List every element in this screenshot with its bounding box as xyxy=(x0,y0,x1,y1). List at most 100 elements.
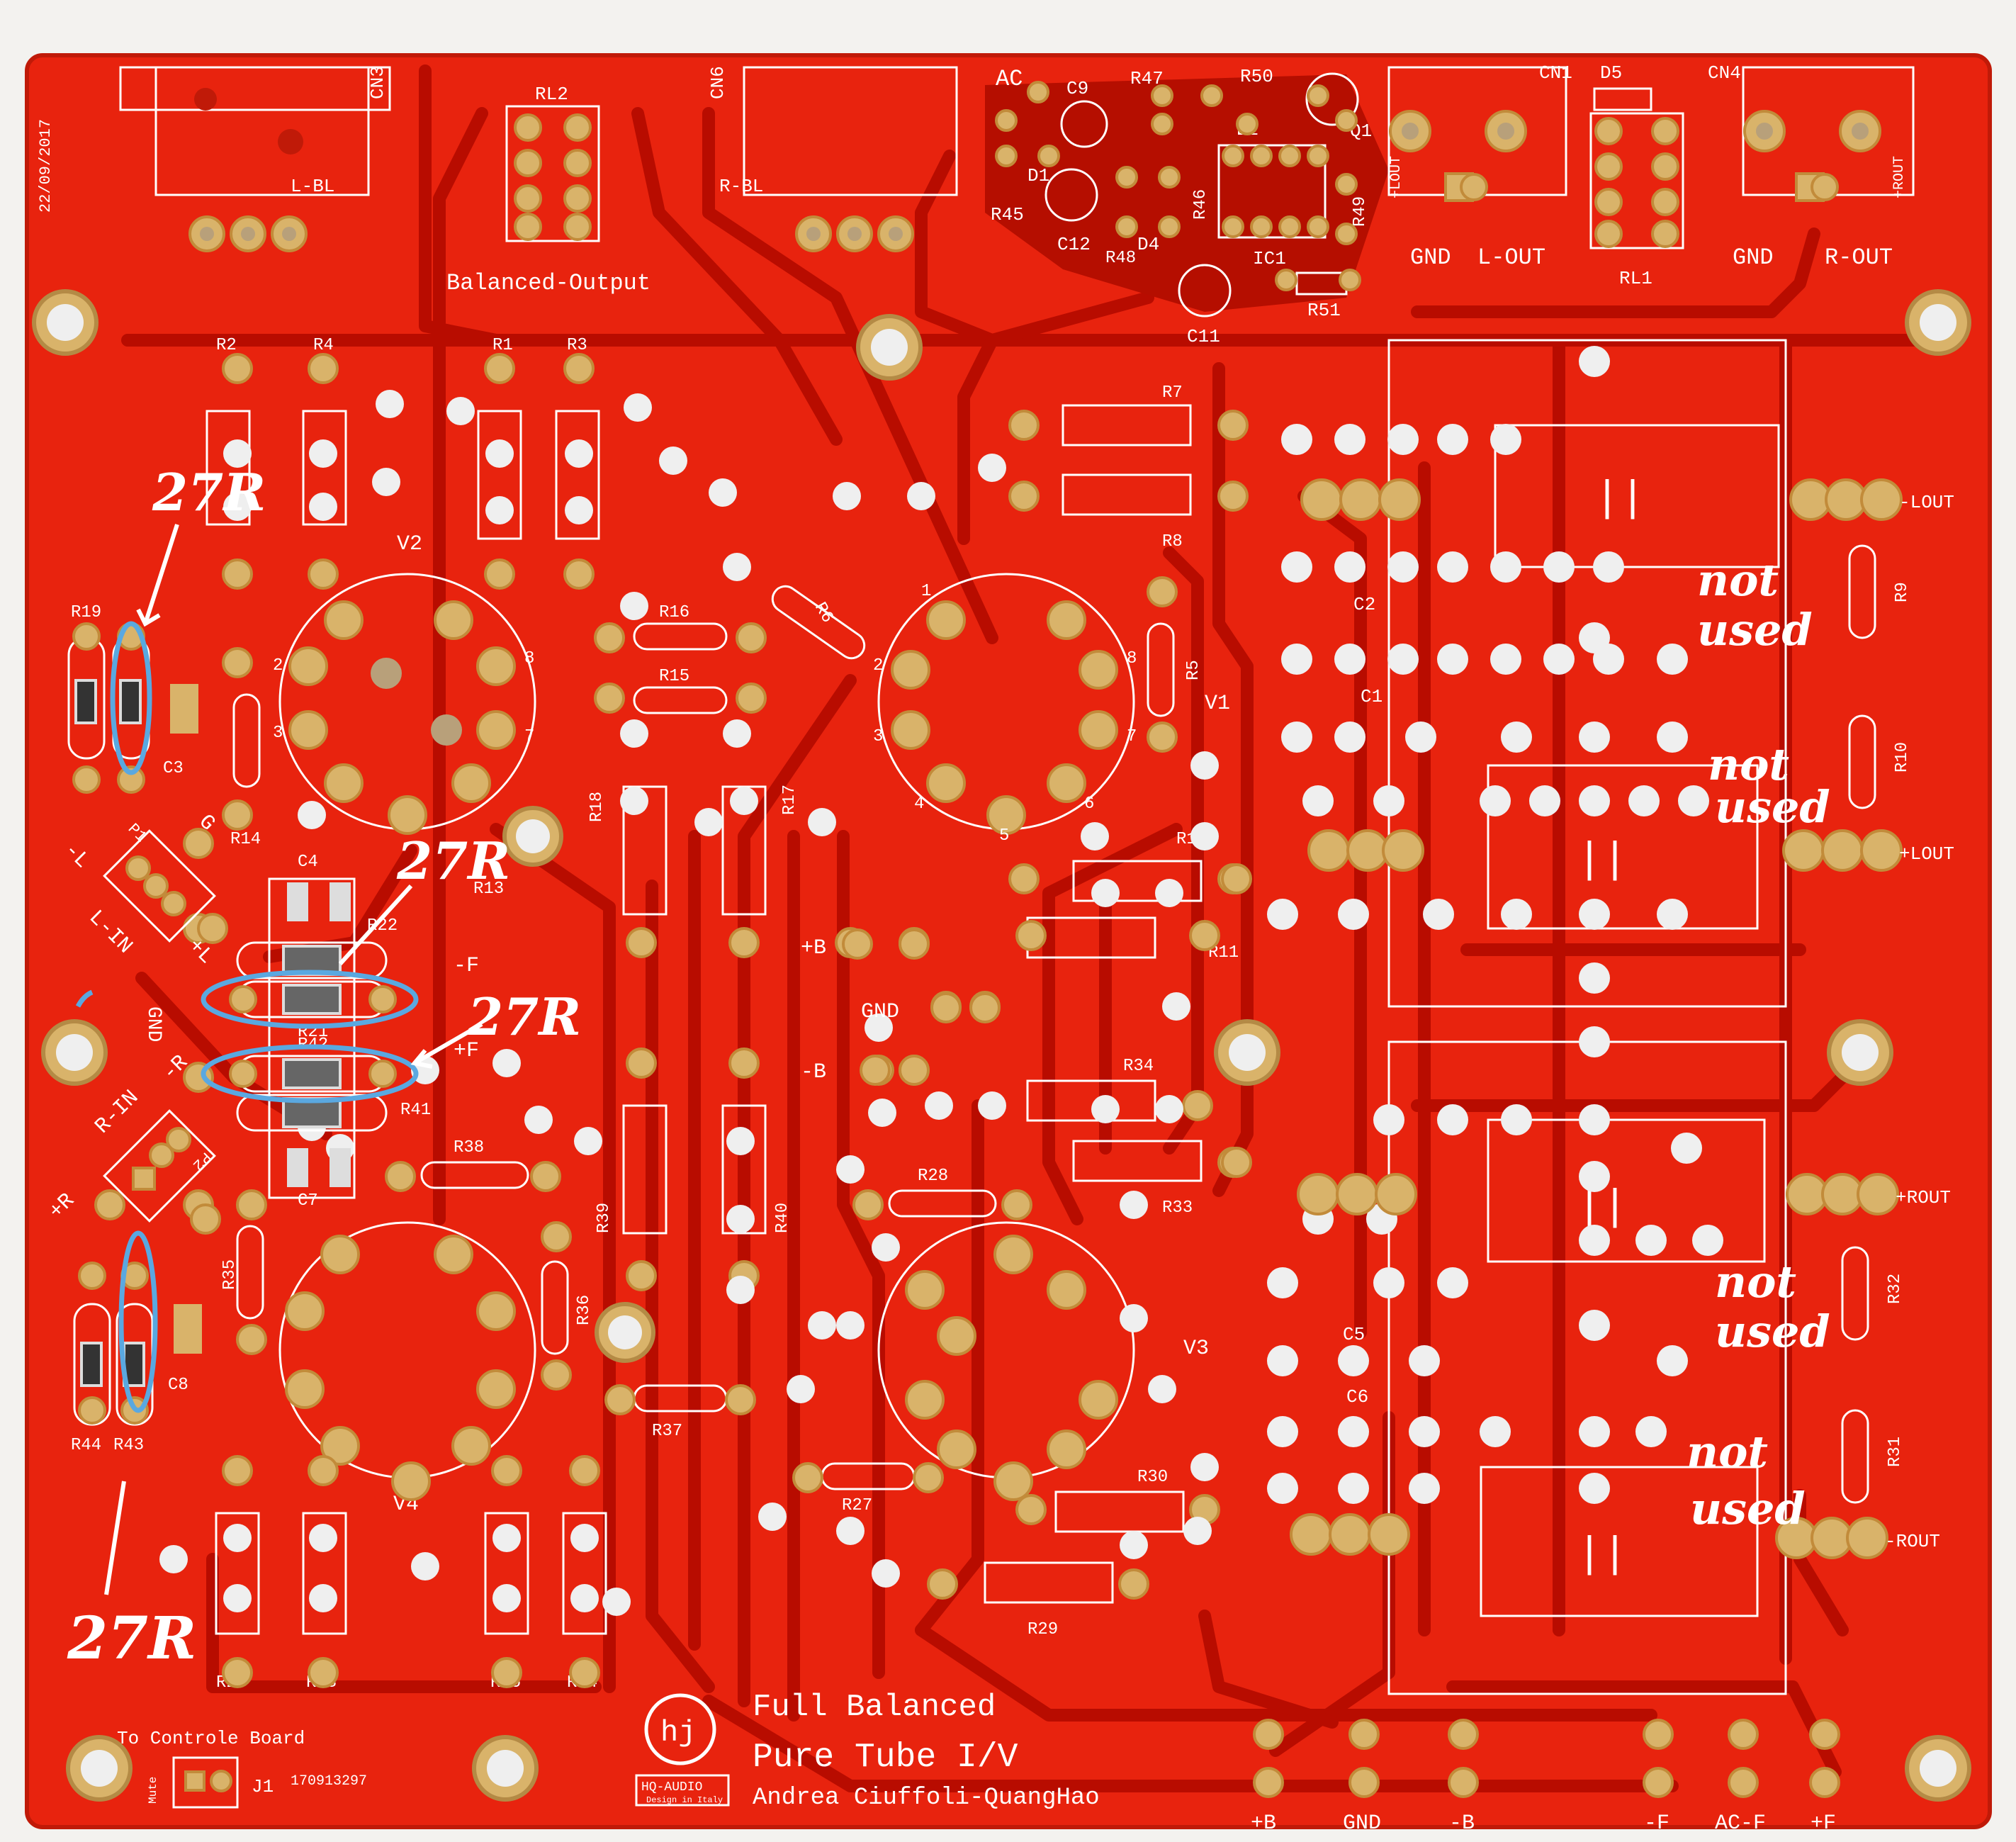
through-hole-pads xyxy=(183,353,1252,1688)
svg-text:R41: R41 xyxy=(400,1101,431,1120)
smd-r43-r44-pair: R44 R43 C8 xyxy=(71,1262,202,1455)
svg-text:-ROUT: -ROUT xyxy=(1885,1531,1940,1552)
svg-text:-F: -F xyxy=(1644,1812,1669,1836)
svg-text:7: 7 xyxy=(524,727,534,746)
svg-text:1: 1 xyxy=(921,582,931,601)
svg-text:V3: V3 xyxy=(1183,1337,1209,1361)
svg-text:R34: R34 xyxy=(1123,1057,1154,1076)
relay-rl1: D5 RL1 xyxy=(1589,62,1684,289)
svg-text:CN4: CN4 xyxy=(1708,62,1741,84)
handwritten-27r-notes: 27R 27R 27R 27R xyxy=(67,462,581,1673)
svg-text:R43: R43 xyxy=(113,1436,144,1455)
svg-text:D4: D4 xyxy=(1137,234,1159,255)
svg-text:5: 5 xyxy=(999,826,1009,846)
svg-text:C9: C9 xyxy=(1066,78,1088,99)
svg-text:R17: R17 xyxy=(780,785,799,815)
svg-text:+B: +B xyxy=(1251,1812,1276,1836)
svg-text:R19: R19 xyxy=(71,603,101,622)
control-board-connector-j1: To Controle Board J1 Mute xyxy=(117,1728,305,1809)
board-authors: Andrea Ciuffoli-QuangHao xyxy=(753,1785,1100,1812)
svg-text:R18: R18 xyxy=(587,792,607,822)
svg-text:+LOUT: +LOUT xyxy=(1388,156,1404,198)
svg-text:AC: AC xyxy=(996,66,1023,92)
svg-text:used: used xyxy=(1715,1305,1830,1357)
minus-f-label: -F xyxy=(454,954,479,978)
svg-text:not: not xyxy=(1686,1426,1768,1478)
svg-text:R4: R4 xyxy=(313,336,334,355)
svg-text:C3: C3 xyxy=(163,759,184,778)
svg-text:Design in Italy: Design in Italy xyxy=(646,1795,723,1805)
svg-text:8: 8 xyxy=(524,649,534,668)
svg-text:R38: R38 xyxy=(454,1138,484,1157)
svg-text:GND: GND xyxy=(861,1000,899,1024)
tube-pin-numbers: 2 3 8 7 1 2 3 4 5 6 7 8 xyxy=(273,582,1137,846)
svg-text:J1: J1 xyxy=(252,1776,274,1797)
svg-text:C1: C1 xyxy=(1361,686,1383,707)
svg-text:RL1: RL1 xyxy=(1619,268,1652,289)
handwritten-not-used-notes: not used not used not used not used xyxy=(1686,554,1830,1534)
svg-text:used: used xyxy=(1690,1483,1806,1534)
svg-text:not: not xyxy=(1708,739,1789,790)
relay-rl2: RL2 xyxy=(505,84,600,242)
svg-text:C6: C6 xyxy=(1346,1386,1368,1408)
svg-text:R51: R51 xyxy=(1307,300,1341,321)
svg-text:R44: R44 xyxy=(71,1436,101,1455)
svg-text:L-OUT: L-OUT xyxy=(1477,245,1545,271)
svg-text:R32: R32 xyxy=(1886,1274,1905,1304)
center-power-pads: +B GND -B xyxy=(801,928,1001,1086)
svg-text:RL2: RL2 xyxy=(535,84,568,105)
svg-text:C4: C4 xyxy=(298,853,318,872)
blue-annotation-circles xyxy=(75,621,419,1413)
svg-text:R8: R8 xyxy=(1162,532,1183,551)
svg-text:R29: R29 xyxy=(1027,1620,1058,1639)
svg-text:27R: 27R xyxy=(396,831,510,891)
board-title-line2: Pure Tube I/V xyxy=(753,1739,1018,1777)
svg-text:R27: R27 xyxy=(842,1496,872,1515)
svg-text:C8: C8 xyxy=(168,1376,188,1395)
svg-text:27R: 27R xyxy=(467,987,581,1047)
mounting-holes xyxy=(32,289,1971,1802)
svg-text:||: || xyxy=(1577,837,1628,885)
svg-text:R5: R5 xyxy=(1184,660,1203,680)
svg-text:R36: R36 xyxy=(575,1295,594,1325)
svg-text:R33: R33 xyxy=(1162,1198,1193,1218)
tube-socket-v4: V4 xyxy=(278,1221,536,1517)
svg-text:R2: R2 xyxy=(216,336,237,355)
svg-text:R39: R39 xyxy=(595,1203,614,1233)
serial-number: 170913297 xyxy=(291,1773,367,1790)
svg-text:R9: R9 xyxy=(1893,582,1912,602)
svg-text:||: || xyxy=(1594,476,1645,524)
svg-text:R13: R13 xyxy=(473,880,504,899)
svg-text:not: not xyxy=(1697,554,1779,606)
svg-text:||: || xyxy=(1577,1184,1628,1232)
svg-text:L-BL: L-BL xyxy=(291,176,334,197)
svg-text:R35: R35 xyxy=(220,1259,240,1290)
connector-cn6: CN6 R-BL xyxy=(707,66,958,252)
svg-text:R50: R50 xyxy=(1240,66,1273,87)
tube-socket-v1: V1 xyxy=(877,573,1230,835)
svg-text:R10: R10 xyxy=(1893,742,1912,773)
svg-text:R31: R31 xyxy=(1886,1437,1905,1467)
connector-cn3: CN3 L-BL xyxy=(119,66,391,197)
svg-text:C5: C5 xyxy=(1343,1324,1365,1345)
svg-text:R-OUT: R-OUT xyxy=(1825,245,1893,271)
film-capacitor-c5: || C5 C6 || xyxy=(1343,339,1787,1695)
svg-text:R40: R40 xyxy=(773,1203,792,1233)
svg-text:R45: R45 xyxy=(991,204,1024,225)
svg-text:used: used xyxy=(1715,781,1830,833)
connector-cn3-pads xyxy=(188,215,308,252)
svg-text:||: || xyxy=(1577,1532,1628,1580)
svg-text:+ROUT: +ROUT xyxy=(1896,1187,1951,1208)
svg-text:8: 8 xyxy=(1127,649,1137,668)
svg-text:6: 6 xyxy=(1084,794,1094,814)
tube-socket-v3: V3 xyxy=(877,1221,1209,1501)
svg-text:V1: V1 xyxy=(1205,692,1230,716)
date-stamp: 22/09/2017 xyxy=(37,119,55,213)
svg-text:R16: R16 xyxy=(659,603,689,622)
svg-text:C7: C7 xyxy=(298,1191,318,1211)
svg-text:R37: R37 xyxy=(652,1422,682,1441)
svg-text:3: 3 xyxy=(873,727,883,746)
svg-text:R-BL: R-BL xyxy=(719,176,763,197)
connector-cn1-l-out: CN1 GND L-OUT xyxy=(1387,62,1572,271)
svg-text:not: not xyxy=(1715,1256,1796,1308)
